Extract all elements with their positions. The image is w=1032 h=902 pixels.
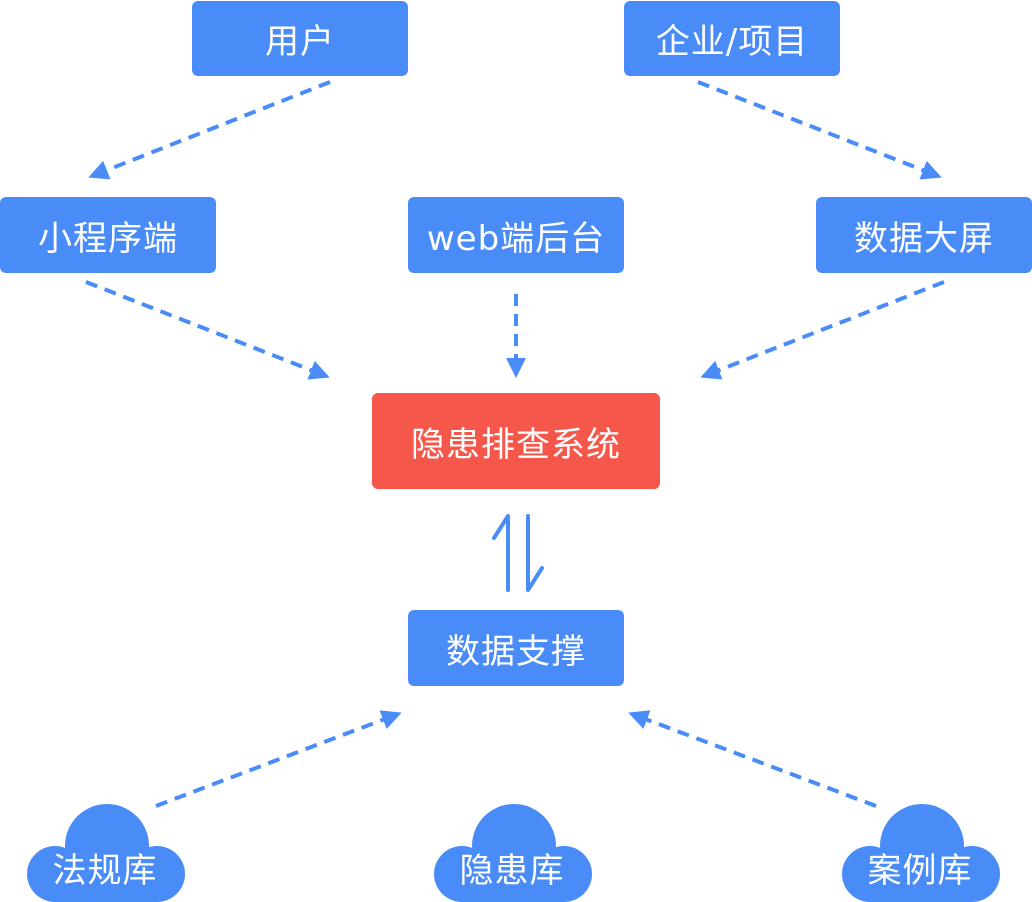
node-mini-program: 小程序端 [0, 197, 216, 273]
node-data-screen: 数据大屏 [816, 197, 1032, 273]
edge-user-to-mini [88, 80, 331, 180]
cloud-hazard-label: 隐患库 [459, 850, 565, 891]
node-user-label: 用户 [265, 22, 335, 62]
node-org-project-label: 企业/项目 [655, 22, 809, 62]
cloud-case-label: 案例库 [867, 850, 973, 891]
node-data-support: 数据支撑 [408, 610, 624, 686]
node-web-backend: web端后台 [408, 197, 624, 273]
cloud-icon [27, 804, 185, 902]
cloud-law-library: 法规库 [25, 802, 185, 902]
node-hazard-system-label: 隐患排查系统 [411, 424, 621, 465]
node-org-project: 企业/项目 [624, 1, 840, 76]
node-mini-program-label: 小程序端 [38, 218, 178, 259]
edge-screen-to-core [700, 280, 945, 380]
bidirectional-harpoon-icon [492, 514, 544, 592]
cloud-case-library: 案例库 [840, 802, 1000, 902]
edge-law-to-support [155, 710, 402, 808]
node-hazard-system: 隐患排查系统 [372, 393, 660, 489]
node-data-support-label: 数据支撑 [446, 631, 586, 672]
cloud-law-label: 法规库 [52, 850, 158, 891]
edge-org-to-screen [697, 80, 942, 180]
node-web-backend-label: web端后台 [426, 218, 606, 259]
cloud-hazard-library: 隐患库 [432, 802, 592, 902]
edge-case-to-support [628, 710, 877, 808]
node-user: 用户 [192, 1, 408, 76]
cloud-icon [842, 804, 1000, 902]
cloud-icon [434, 804, 592, 902]
edge-mini-to-core [85, 280, 330, 380]
node-data-screen-label: 数据大屏 [854, 218, 994, 259]
